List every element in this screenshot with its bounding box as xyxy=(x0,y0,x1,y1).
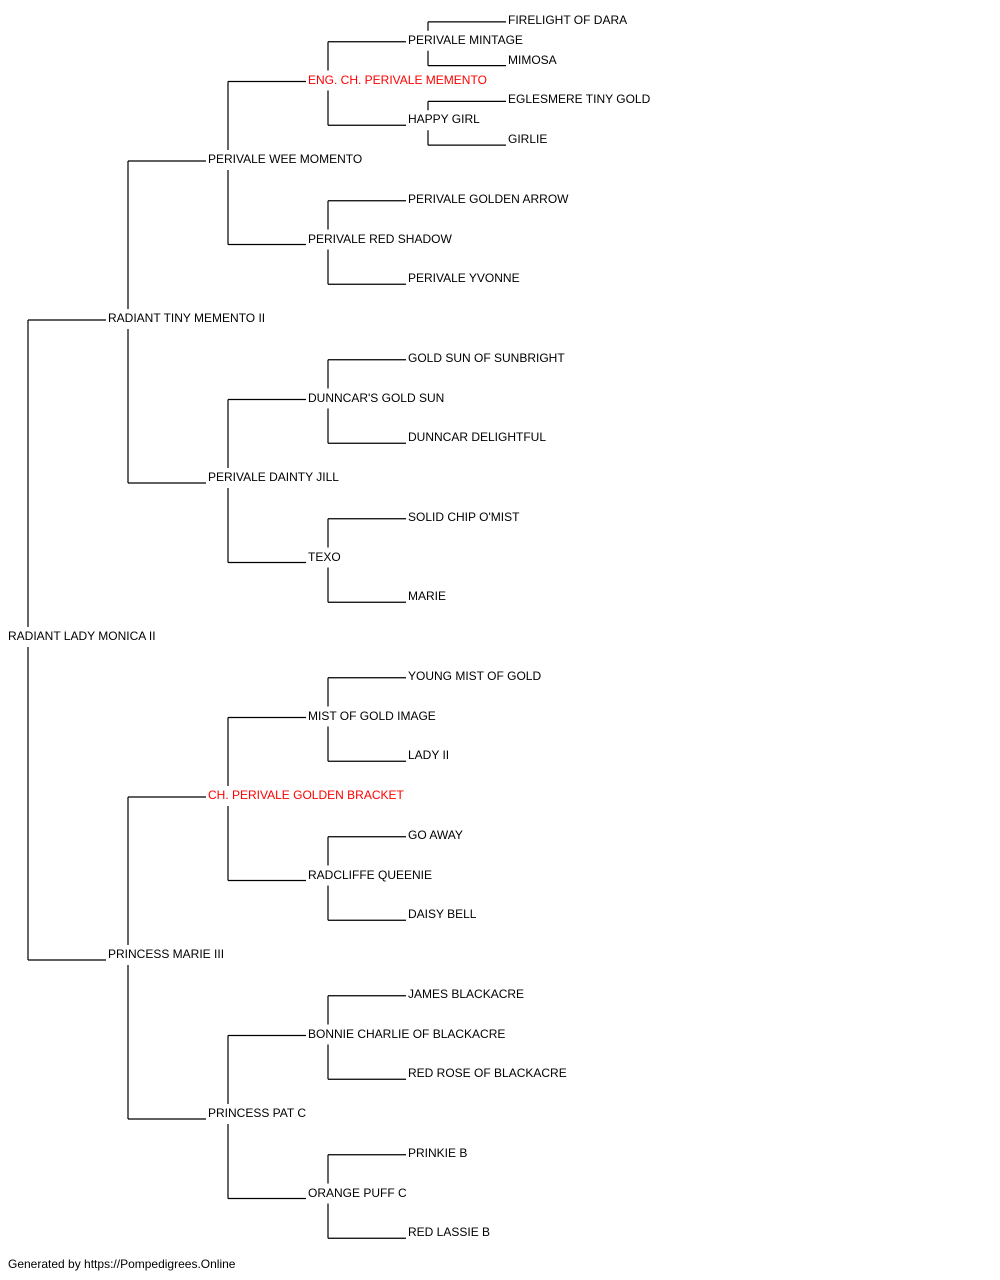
dog-perivale-mintage: PERIVALE MINTAGE xyxy=(408,32,523,47)
dog-lady-ii: LADY II xyxy=(408,748,450,763)
dog-happy-girl: HAPPY GIRL xyxy=(408,112,480,127)
dog-firelight-of-dara: FIRELIGHT OF DARA xyxy=(508,12,628,27)
dog-perivale-golden-arrow: PERIVALE GOLDEN ARROW xyxy=(408,191,569,206)
dog-eng-ch-perivale-memento: ENG. CH. PERIVALE MEMENTO xyxy=(308,72,487,87)
dog-princess-marie-iii: PRINCESS MARIE III xyxy=(108,947,225,961)
dog-daisy-bell: DAISY BELL xyxy=(408,907,477,922)
dog-radiant-lady-monica-ii: RADIANT LADY MONICA II xyxy=(8,629,156,643)
dog-perivale-red-shadow: PERIVALE RED SHADOW xyxy=(308,231,452,246)
dog-perivale-dainty-jill: PERIVALE DAINTY JILL xyxy=(208,470,339,484)
dog-red-lassie-b: RED LASSIE B xyxy=(408,1225,491,1240)
dog-radiant-tiny-memento-ii: RADIANT TINY MEMENTO II xyxy=(108,311,266,325)
dog-girlie: GIRLIE xyxy=(508,132,548,147)
dog-bonnie-charlie-of-blackacre: BONNIE CHARLIE OF BLACKACRE xyxy=(308,1026,506,1041)
generated-by-footer: Generated by https://Pompedigrees.Online xyxy=(8,1257,236,1271)
dog-mist-of-gold-image: MIST OF GOLD IMAGE xyxy=(308,708,436,723)
dog-ch-perivale-golden-bracket: CH. PERIVALE GOLDEN BRACKET xyxy=(208,788,404,802)
dog-gold-sun-of-sunbright: GOLD SUN OF SUNBRIGHT xyxy=(408,350,565,365)
dog-radcliffe-queenie: RADCLIFFE QUEENIE xyxy=(308,867,433,882)
dog-eglesmere-tiny-gold: EGLESMERE TINY GOLD xyxy=(508,92,651,107)
dog-marie: MARIE xyxy=(408,589,447,604)
dog-go-away: GO AWAY xyxy=(408,827,463,842)
dog-perivale-wee-momento: PERIVALE WEE MOMENTO xyxy=(208,152,363,166)
dog-mimosa: MIMOSA xyxy=(508,52,557,67)
dog-prinkie-b: PRINKIE B xyxy=(408,1145,468,1160)
dog-solid-chip-o-mist: SOLID CHIP O'MIST xyxy=(408,509,520,524)
dog-dunncar-s-gold-sun: DUNNCAR'S GOLD SUN xyxy=(308,390,445,405)
dog-orange-puff-c: ORANGE PUFF C xyxy=(308,1185,407,1200)
dog-james-blackacre: JAMES BLACKACRE xyxy=(408,986,525,1001)
dog-young-mist-of-gold: YOUNG MIST OF GOLD xyxy=(408,668,542,683)
dog-perivale-yvonne: PERIVALE YVONNE xyxy=(408,271,520,286)
dog-red-rose-of-blackacre: RED ROSE OF BLACKACRE xyxy=(408,1066,567,1081)
dog-texo: TEXO xyxy=(308,549,341,564)
dog-dunncar-delightful: DUNNCAR DELIGHTFUL xyxy=(408,430,547,445)
dog-princess-pat-c: PRINCESS PAT C xyxy=(208,1106,307,1120)
